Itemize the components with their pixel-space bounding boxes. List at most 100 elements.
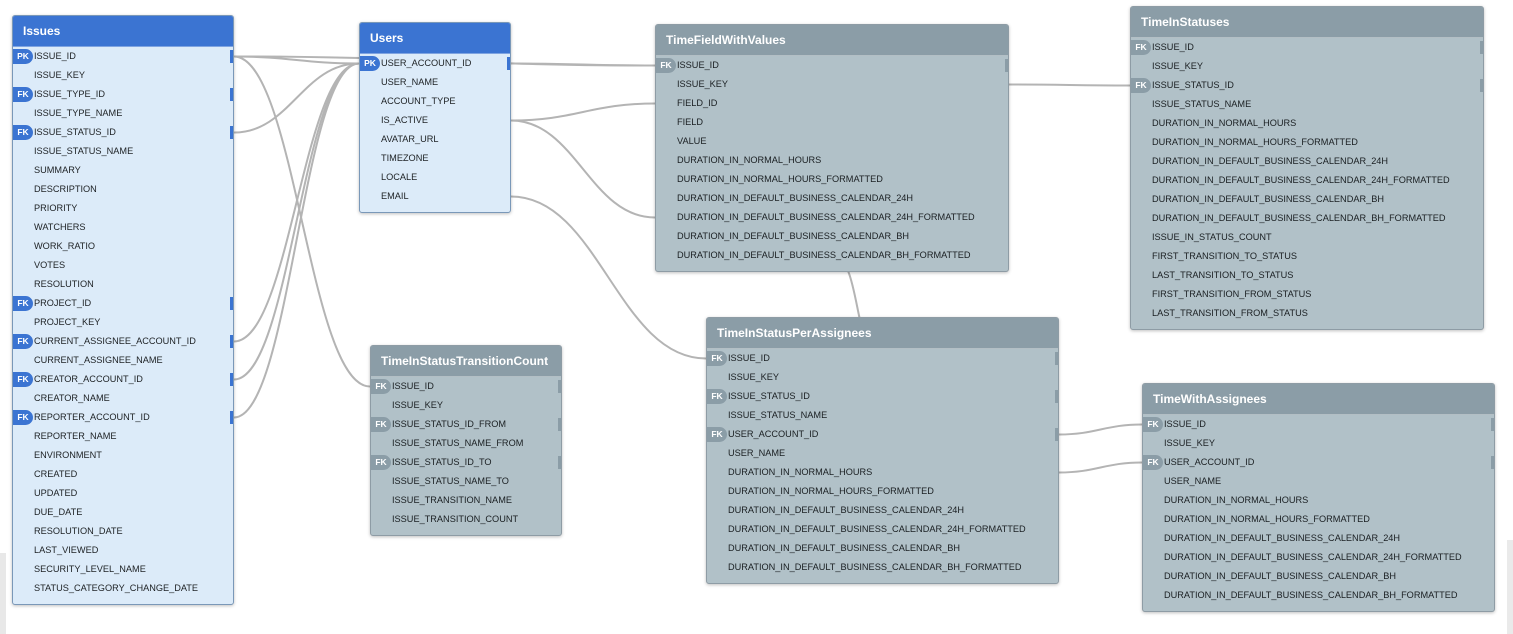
column-row[interactable]: CURRENT_ASSIGNEE_NAME	[13, 351, 233, 370]
column-row[interactable]: PROJECT_KEY	[13, 313, 233, 332]
table-header[interactable]: TimeFieldWithValues	[656, 25, 1008, 56]
column-row[interactable]: DURATION_IN_DEFAULT_BUSINESS_CALENDAR_24…	[656, 189, 1008, 208]
column-row[interactable]: LAST_VIEWED	[13, 541, 233, 560]
column-row[interactable]: DURATION_IN_DEFAULT_BUSINESS_CALENDAR_24…	[1143, 529, 1494, 548]
table-header[interactable]: Issues	[13, 16, 233, 47]
column-row[interactable]: ISSUE_KEY	[1131, 57, 1483, 76]
column-row[interactable]: ISSUE_TRANSITION_NAME	[371, 491, 561, 510]
column-row[interactable]: LAST_TRANSITION_TO_STATUS	[1131, 266, 1483, 285]
column-row[interactable]: DURATION_IN_NORMAL_HOURS_FORMATTED	[1143, 510, 1494, 529]
column-row[interactable]: USER_NAME	[707, 444, 1058, 463]
table-header[interactable]: TimeInStatusPerAssignees	[707, 318, 1058, 349]
column-row[interactable]: CREATOR_NAME	[13, 389, 233, 408]
column-row[interactable]: ISSUE_KEY	[656, 75, 1008, 94]
column-row[interactable]: ISSUE_STATUS_NAME	[1131, 95, 1483, 114]
column-row[interactable]: DURATION_IN_DEFAULT_BUSINESS_CALENDAR_24…	[1131, 171, 1483, 190]
table-header[interactable]: TimeInStatuses	[1131, 7, 1483, 38]
column-row[interactable]: DURATION_IN_DEFAULT_BUSINESS_CALENDAR_24…	[656, 208, 1008, 227]
column-row[interactable]: TIMEZONE	[360, 149, 510, 168]
column-row[interactable]: FIRST_TRANSITION_TO_STATUS	[1131, 247, 1483, 266]
column-row[interactable]: DURATION_IN_DEFAULT_BUSINESS_CALENDAR_BH	[707, 539, 1058, 558]
column-row[interactable]: DURATION_IN_NORMAL_HOURS	[707, 463, 1058, 482]
table-header[interactable]: TimeInStatusTransitionCount	[371, 346, 561, 377]
column-row[interactable]: VOTES	[13, 256, 233, 275]
column-row[interactable]: ISSUE_KEY	[1143, 434, 1494, 453]
column-row[interactable]: ISSUE_KEY	[13, 66, 233, 85]
column-row[interactable]: ISSUE_TRANSITION_COUNT	[371, 510, 561, 529]
column-row[interactable]: SUMMARY	[13, 161, 233, 180]
column-row[interactable]: ISSUE_KEY	[707, 368, 1058, 387]
table-header[interactable]: Users	[360, 23, 510, 54]
column-row[interactable]: ISSUE_STATUS_NAME	[13, 142, 233, 161]
column-row[interactable]: FIRST_TRANSITION_FROM_STATUS	[1131, 285, 1483, 304]
column-row[interactable]: DURATION_IN_DEFAULT_BUSINESS_CALENDAR_BH	[1131, 190, 1483, 209]
column-row[interactable]: DURATION_IN_DEFAULT_BUSINESS_CALENDAR_24…	[1143, 548, 1494, 567]
column-row[interactable]: SECURITY_LEVEL_NAME	[13, 560, 233, 579]
column-row[interactable]: WORK_RATIO	[13, 237, 233, 256]
column-row[interactable]: ISSUE_KEY	[371, 396, 561, 415]
column-row[interactable]: WATCHERS	[13, 218, 233, 237]
column-row[interactable]: ISSUE_IN_STATUS_COUNT	[1131, 228, 1483, 247]
column-row[interactable]: PRIORITY	[13, 199, 233, 218]
column-row[interactable]: DURATION_IN_DEFAULT_BUSINESS_CALENDAR_BH…	[1143, 586, 1494, 605]
column-row[interactable]: REPORTER_NAME	[13, 427, 233, 446]
column-row[interactable]: DURATION_IN_NORMAL_HOURS_FORMATTED	[1131, 133, 1483, 152]
column-row[interactable]: ENVIRONMENT	[13, 446, 233, 465]
column-row[interactable]: DURATION_IN_DEFAULT_BUSINESS_CALENDAR_24…	[707, 501, 1058, 520]
column-row[interactable]: RESOLUTION	[13, 275, 233, 294]
column-row[interactable]: DURATION_IN_NORMAL_HOURS	[1131, 114, 1483, 133]
table-header[interactable]: TimeWithAssignees	[1143, 384, 1494, 415]
column-row[interactable]: USER_NAME	[360, 73, 510, 92]
column-row[interactable]: DURATION_IN_DEFAULT_BUSINESS_CALENDAR_BH…	[707, 558, 1058, 577]
column-row[interactable]: LAST_TRANSITION_FROM_STATUS	[1131, 304, 1483, 323]
column-row[interactable]: DURATION_IN_NORMAL_HOURS_FORMATTED	[656, 170, 1008, 189]
column-row[interactable]: DURATION_IN_NORMAL_HOURS_FORMATTED	[707, 482, 1058, 501]
column-row[interactable]: RESOLUTION_DATE	[13, 522, 233, 541]
column-row[interactable]: DURATION_IN_DEFAULT_BUSINESS_CALENDAR_BH	[656, 227, 1008, 246]
column-row[interactable]: DESCRIPTION	[13, 180, 233, 199]
column-row[interactable]: DURATION_IN_DEFAULT_BUSINESS_CALENDAR_24…	[1131, 152, 1483, 171]
column-row[interactable]: DURATION_IN_DEFAULT_BUSINESS_CALENDAR_24…	[707, 520, 1058, 539]
column-row[interactable]: EMAIL	[360, 187, 510, 206]
column-row[interactable]: UPDATED	[13, 484, 233, 503]
column-row[interactable]: DURATION_IN_NORMAL_HOURS	[1143, 491, 1494, 510]
column-row[interactable]: ISSUE_TYPE_NAME	[13, 104, 233, 123]
column-row[interactable]: DURATION_IN_DEFAULT_BUSINESS_CALENDAR_BH	[1143, 567, 1494, 586]
column-row[interactable]: FIELD	[656, 113, 1008, 132]
column-row[interactable]: DUE_DATE	[13, 503, 233, 522]
column-row[interactable]: IS_ACTIVE	[360, 111, 510, 130]
column-row[interactable]: AVATAR_URL	[360, 130, 510, 149]
column-row[interactable]: CREATED	[13, 465, 233, 484]
column-row[interactable]: USER_NAME	[1143, 472, 1494, 491]
column-row[interactable]: ISSUE_STATUS_NAME	[707, 406, 1058, 425]
column-row[interactable]: DURATION_IN_DEFAULT_BUSINESS_CALENDAR_BH…	[656, 246, 1008, 265]
column-row[interactable]: DURATION_IN_DEFAULT_BUSINESS_CALENDAR_BH…	[1131, 209, 1483, 228]
column-row[interactable]: STATUS_CATEGORY_CHANGE_DATE	[13, 579, 233, 598]
column-row[interactable]: VALUE	[656, 132, 1008, 151]
